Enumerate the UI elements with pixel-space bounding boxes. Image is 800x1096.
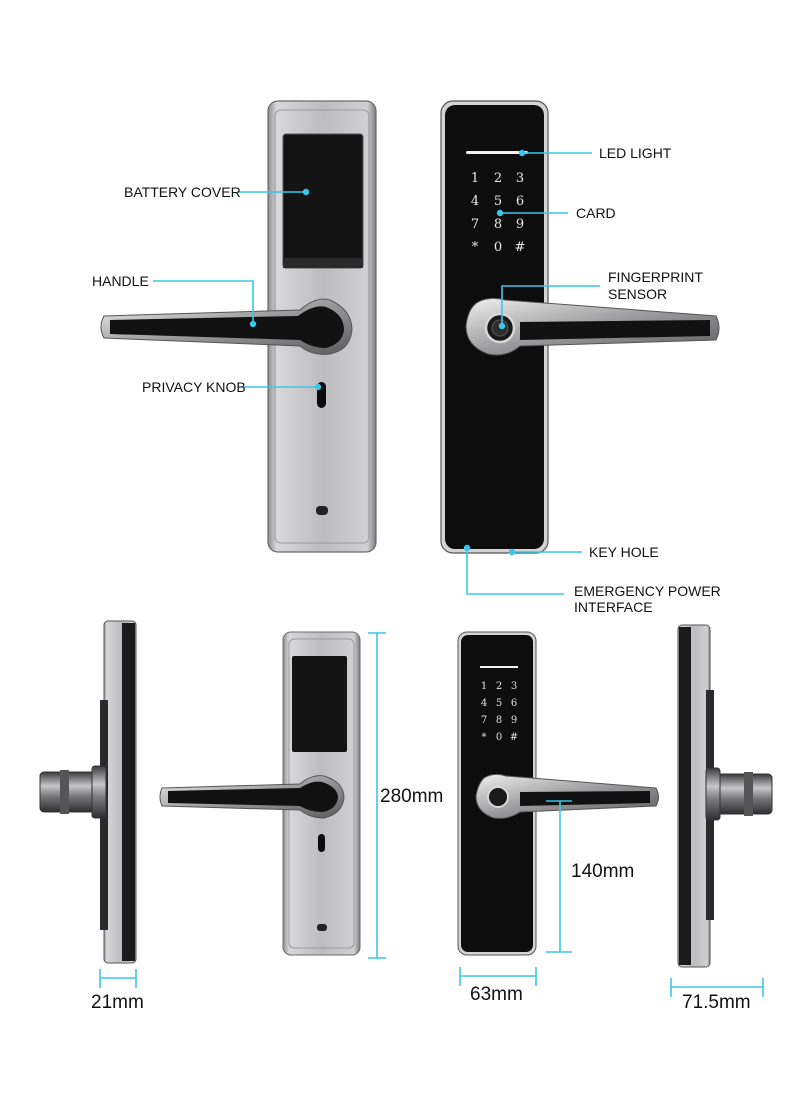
key-hash[interactable]: # (515, 240, 526, 255)
callout-led-light: LED LIGHT (518, 145, 672, 161)
side-view-right (677, 624, 773, 968)
led-light-bar (466, 151, 528, 154)
key-0[interactable]: 0 (494, 240, 502, 255)
small-key-2: 2 (496, 681, 502, 692)
side-view-left (39, 620, 137, 964)
small-key-star: * (482, 732, 487, 743)
callout-card: CARD (496, 205, 616, 221)
label-fingerprint-line2: SENSOR (608, 286, 667, 302)
callout-privacy-knob: PRIVACY KNOB (142, 379, 322, 395)
label-battery-cover: BATTERY COVER (124, 184, 241, 200)
dim-handle-height-text: 140mm (571, 861, 634, 882)
callout-fingerprint: FINGERPRINT SENSOR (498, 269, 703, 330)
dim-handle-height: 140mm (546, 800, 634, 953)
small-key-9: 9 (511, 715, 517, 726)
small-key-7: 7 (481, 715, 487, 726)
battery-cover[interactable] (282, 133, 364, 269)
callout-handle: HANDLE (92, 273, 257, 328)
label-fingerprint-line1: FINGERPRINT (608, 269, 703, 285)
dim-height-total: 280mm (368, 632, 443, 959)
small-key-4: 4 (481, 698, 487, 709)
key-3[interactable]: 3 (516, 171, 524, 186)
small-key-6: 6 (511, 698, 517, 709)
dim-thickness: 21mm (91, 969, 144, 1013)
outside-panel-small: 1 2 3 4 5 6 7 8 9 * 0 # (457, 631, 659, 956)
keypad[interactable]: 1 2 3 4 5 6 7 8 9 * 0 # (471, 171, 526, 255)
dim-width-front-text: 63mm (470, 984, 523, 1005)
small-key-3: 3 (511, 681, 517, 692)
dim-height-total-text: 280mm (380, 786, 443, 807)
key-9[interactable]: 9 (516, 217, 524, 232)
label-handle: HANDLE (92, 273, 149, 289)
label-emergency-line1: EMERGENCY POWER (574, 583, 721, 599)
small-key-8: 8 (496, 715, 502, 726)
key-star[interactable]: * (472, 240, 479, 255)
keypad-small: 1 2 3 4 5 6 7 8 9 * 0 # (481, 681, 518, 743)
small-key-5: 5 (496, 698, 502, 709)
label-privacy-knob: PRIVACY KNOB (142, 379, 246, 395)
small-key-hash: # (510, 732, 518, 743)
dim-width-front: 63mm (459, 967, 537, 1005)
key-5[interactable]: 5 (494, 194, 502, 209)
dim-depth-text: 71.5mm (682, 992, 751, 1013)
callout-key-hole: KEY HOLE (508, 544, 659, 560)
inside-panel-small (159, 631, 361, 956)
dim-thickness-text: 21mm (91, 992, 144, 1013)
key-4[interactable]: 4 (471, 194, 479, 209)
callout-emergency-power: EMERGENCY POWER INTERFACE (463, 544, 721, 615)
dim-depth: 71.5mm (670, 978, 764, 1013)
label-led-light: LED LIGHT (599, 145, 672, 161)
key-6[interactable]: 6 (516, 194, 524, 209)
key-2[interactable]: 2 (494, 171, 502, 186)
key-1[interactable]: 1 (471, 171, 479, 186)
key-7[interactable]: 7 (471, 217, 479, 232)
small-key-0: 0 (496, 732, 502, 743)
small-key-1: 1 (481, 681, 487, 692)
label-emergency-line2: INTERFACE (574, 599, 653, 615)
label-key-hole: KEY HOLE (589, 544, 659, 560)
inside-panel (100, 100, 377, 553)
callout-battery-cover: BATTERY COVER (124, 184, 310, 200)
key-8[interactable]: 8 (494, 217, 502, 232)
outside-panel: 1 2 3 4 5 6 7 8 9 * 0 # (440, 100, 720, 554)
label-card: CARD (576, 205, 616, 221)
